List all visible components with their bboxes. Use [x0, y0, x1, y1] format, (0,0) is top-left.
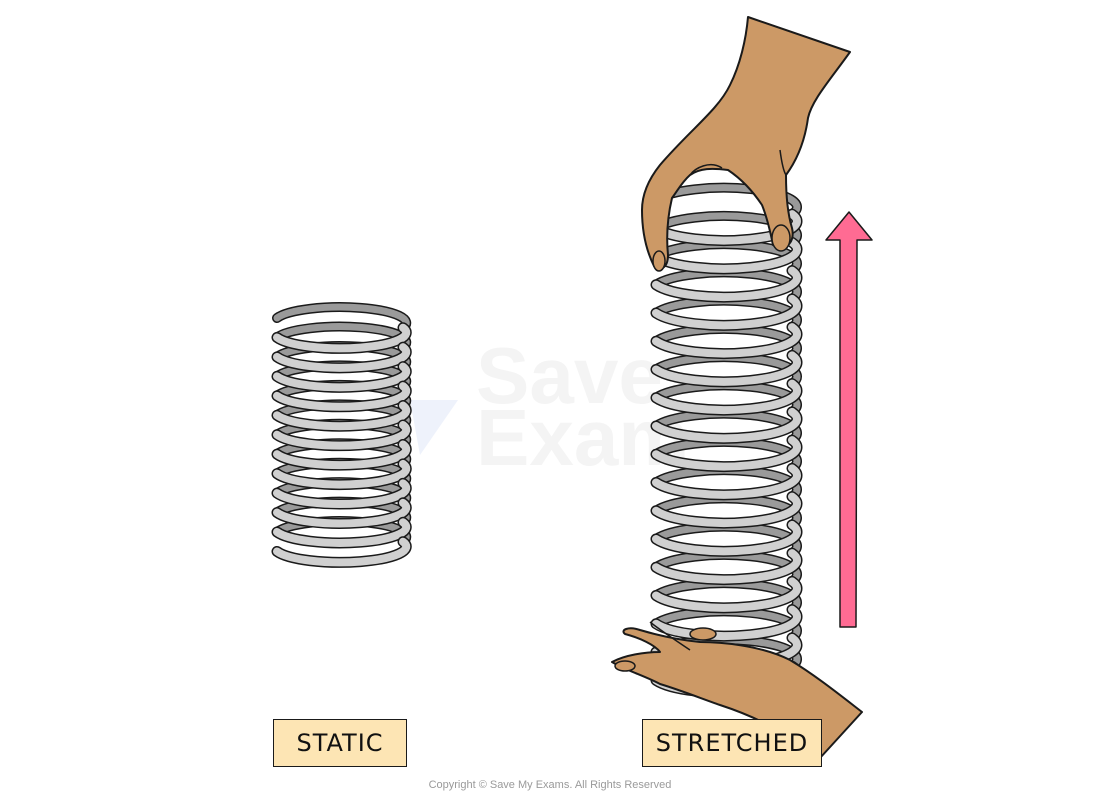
spring-coil-front [273, 537, 411, 567]
spring-coil-back [273, 303, 410, 332]
spring-coil-back [652, 523, 801, 557]
static-label: STATIC [273, 719, 407, 767]
spring-coil-back [652, 212, 801, 246]
spring-coil-front [652, 210, 801, 245]
spring-coil-back [652, 353, 801, 388]
spring-coil-front [273, 343, 411, 372]
spring-coil-front [273, 401, 411, 431]
spring-coil-back [652, 240, 801, 275]
spring-coil-back [652, 268, 801, 303]
force-arrow-icon [825, 211, 873, 628]
spring-coil-front [273, 362, 411, 392]
spring-coil-front [652, 407, 801, 443]
stretched-label: STRETCHED [642, 719, 822, 767]
spring-coil-back [652, 494, 801, 529]
spring-coil-front [652, 351, 801, 386]
spring-coil-front [273, 440, 411, 470]
spring-coil-front [652, 379, 801, 415]
watermark-line1: Save [476, 331, 663, 420]
spring-coil-back [652, 297, 801, 331]
spring-coil-front [652, 577, 801, 612]
spring-coil-front [273, 518, 411, 547]
spring-coil-front [273, 498, 411, 528]
spring-coil-front [652, 323, 801, 358]
watermark-logo-icon [410, 400, 458, 455]
spring-coil-front [652, 492, 801, 528]
spring-coil-back [652, 607, 801, 642]
spring-coil-front [273, 323, 411, 353]
spring-coil-front [652, 238, 801, 273]
spring-coil-front [652, 549, 801, 584]
spring-coil-back [652, 466, 801, 501]
stretched-spring [650, 182, 803, 699]
spring-coil-back [652, 410, 801, 444]
spring-coil-front [273, 459, 411, 489]
spring-coil-front [273, 382, 411, 411]
static-spring [271, 302, 412, 568]
spring-coil-back [652, 551, 801, 585]
spring-coil-back [652, 579, 801, 614]
spring-coil-front [652, 464, 801, 499]
spring-coil-back [652, 325, 801, 359]
spring-coil-front [652, 266, 801, 302]
watermark-line2: Exam [476, 393, 690, 482]
spring-coil-front [273, 421, 411, 450]
spring-coil-front [273, 479, 411, 508]
copyright-text: Copyright © Save My Exams. All Rights Re… [428, 779, 672, 791]
spring-coil-front [652, 294, 801, 330]
spring-coil-back [652, 438, 801, 472]
spring-coil-back [652, 381, 801, 416]
spring-coil-front [652, 436, 801, 471]
top-hand-icon [641, 16, 851, 272]
spring-coil-front [652, 605, 801, 641]
spring-coil-front [652, 520, 801, 556]
